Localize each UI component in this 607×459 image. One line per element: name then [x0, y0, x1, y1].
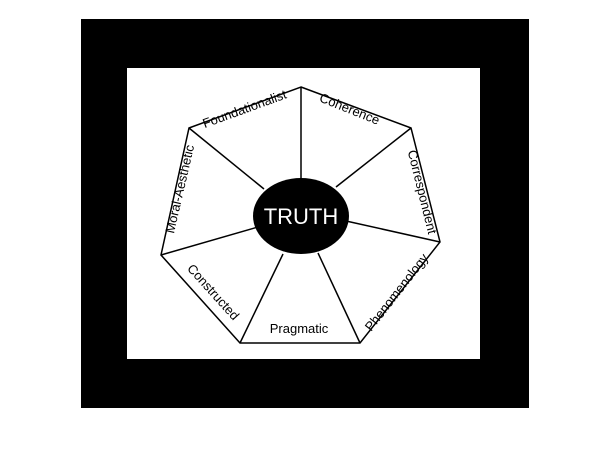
spoke-left: [160, 226, 259, 256]
spokes: [160, 87, 441, 344]
truth-center-label: TRUTH: [264, 204, 339, 229]
truth-center-ellipse: [253, 178, 349, 254]
spoke-lower-right: [317, 252, 361, 344]
spoke-right: [345, 220, 441, 243]
spoke-lower-left: [239, 253, 284, 344]
spoke-upper-left: [188, 127, 265, 190]
segment-label-pragmatic: Pragmatic: [270, 321, 329, 336]
spoke-upper-right: [335, 127, 412, 188]
